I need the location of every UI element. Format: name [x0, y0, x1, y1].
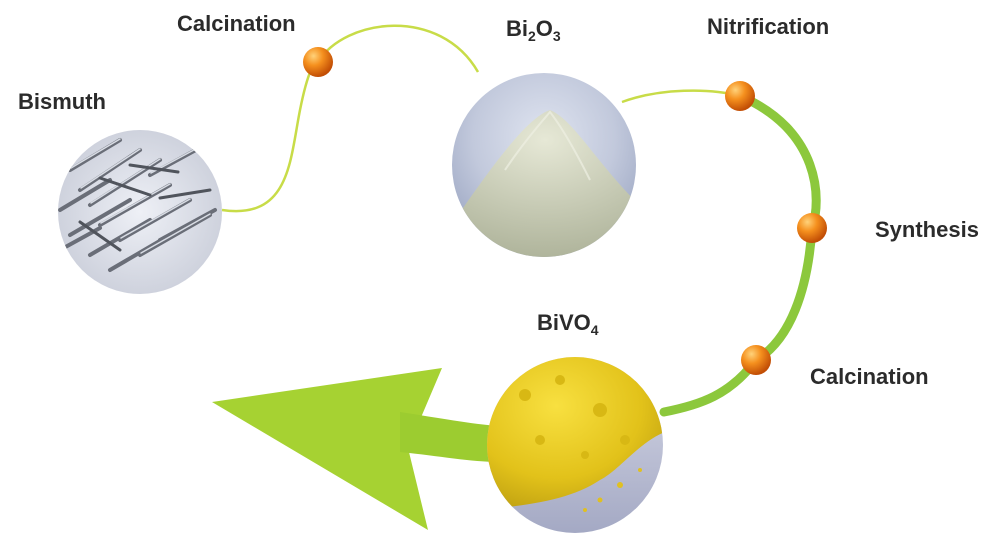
bi2o3-mid: O [535, 16, 553, 41]
path-nitrification-to-bivo4 [659, 91, 821, 417]
bismuth-photo [58, 130, 222, 294]
bivo4-subscript: 4 [590, 322, 599, 338]
process-arrow [212, 368, 500, 530]
bi2o3-base: Bi [506, 16, 528, 41]
label-bi2o3: Bi2O3 [506, 16, 561, 44]
node-calcination-2 [741, 345, 771, 375]
bivo4-base: BiVO [537, 310, 591, 335]
bi2o3-subscript-1: 2 [528, 28, 536, 44]
label-synthesis: Synthesis [875, 217, 979, 242]
path-bi2o3-to-nitrification [621, 89, 741, 104]
node-calcination-1 [303, 47, 333, 77]
bi2o3-photo [452, 73, 636, 257]
path-calcination-to-bi2o3 [316, 24, 480, 73]
label-bivo4: BiVO4 [537, 310, 599, 338]
label-calcination-2: Calcination [810, 364, 929, 389]
step-nodes [303, 47, 827, 375]
bivo4-photo [487, 357, 663, 533]
node-synthesis [797, 213, 827, 243]
arrow-tail [400, 412, 500, 462]
bi2o3-subscript-2: 3 [552, 28, 561, 44]
label-bismuth: Bismuth [18, 89, 106, 114]
path-bismuth-to-calcination [221, 60, 319, 213]
node-nitrification [725, 81, 755, 111]
label-calcination-1: Calcination [177, 11, 296, 36]
label-nitrification: Nitrification [707, 14, 830, 39]
arrow-head [212, 368, 442, 530]
